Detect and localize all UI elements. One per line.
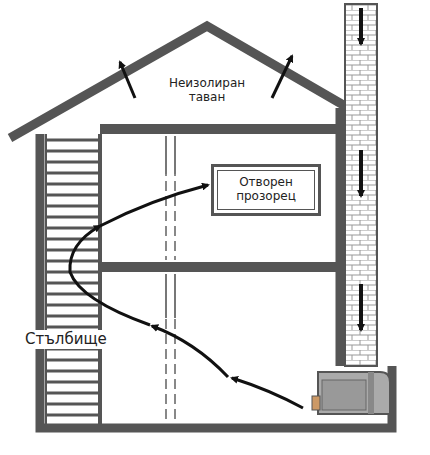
attic-floor (100, 124, 345, 134)
middle-floor (100, 262, 345, 272)
roof (10, 26, 345, 138)
attic-label: Неизолиран таван (149, 76, 265, 106)
airflow-arrow (70, 185, 303, 408)
window-label: Отворен прозорец (214, 176, 318, 204)
right-wall (336, 108, 345, 366)
staircase-label: Стълбище (22, 330, 110, 349)
chimney-draft-arrow (359, 8, 363, 330)
chimney (345, 4, 377, 366)
stove (312, 372, 390, 414)
window-box: Отворен прозорец (211, 164, 321, 216)
